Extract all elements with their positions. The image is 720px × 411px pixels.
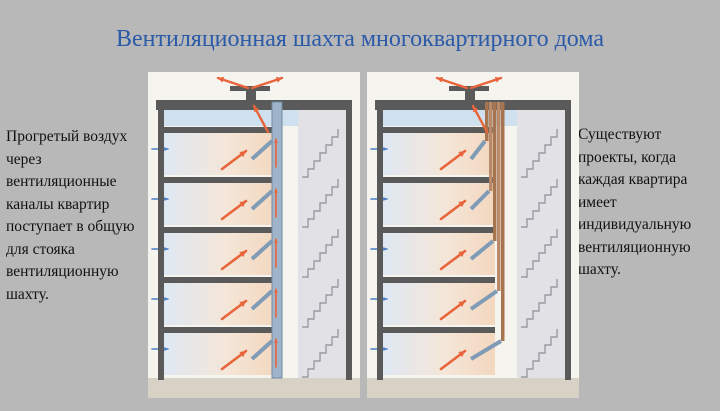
- floor-slab: [164, 127, 276, 133]
- attic-space: [164, 110, 304, 126]
- branch-duct: [250, 189, 274, 211]
- floor-slab: [383, 177, 495, 183]
- stair-steps: [521, 129, 558, 178]
- floor-slab: [164, 327, 276, 333]
- shaft-flow-arrow: [274, 288, 278, 318]
- branch-duct: [469, 189, 491, 211]
- ground: [367, 378, 579, 398]
- floor-slab: [383, 127, 495, 133]
- page-title: Вентиляционная шахта многоквартирного до…: [115, 26, 605, 52]
- warm-air-arrow: [439, 349, 467, 371]
- left-caption: Прогретый воздух через вентиляционные ка…: [6, 128, 135, 303]
- floor-slab: [383, 327, 495, 333]
- stairwell-wall: [565, 100, 571, 380]
- warm-air-arrow: [439, 299, 467, 321]
- individual-shaft: [489, 102, 493, 191]
- stairwell-wall: [346, 100, 352, 380]
- outer-wall: [158, 100, 164, 380]
- stair-steps: [302, 179, 339, 228]
- outer-wall: [377, 100, 383, 380]
- exhaust-arrow-left: [435, 76, 469, 90]
- exhaust-cap: [230, 86, 270, 91]
- branch-duct: [469, 239, 495, 261]
- branch-duct: [250, 139, 274, 161]
- stair-steps: [521, 329, 558, 378]
- individual-shaft: [497, 102, 501, 291]
- warm-air-arrow: [439, 199, 467, 221]
- shaft-flow-arrow: [274, 338, 278, 368]
- stair-steps: [302, 279, 339, 328]
- stair-steps: [302, 129, 339, 178]
- exhaust-arrow-left: [216, 76, 250, 90]
- exhaust-arrow-up: [471, 104, 489, 134]
- individual-shaft: [485, 102, 489, 141]
- individual-shaft: [501, 102, 505, 341]
- common-shaft-diagram: [148, 72, 360, 398]
- stair-steps: [302, 329, 339, 378]
- common-shaft: [271, 101, 283, 379]
- roof-slab: [375, 100, 565, 110]
- stair-steps: [521, 179, 558, 228]
- stairwell: [298, 110, 346, 378]
- ground: [148, 378, 360, 398]
- exhaust-arrow-right: [250, 76, 284, 90]
- shaft-flow-arrow: [274, 238, 278, 268]
- branch-duct: [250, 239, 274, 261]
- branch-duct: [469, 139, 487, 161]
- exhaust-neck: [465, 91, 475, 103]
- individual-shafts-diagram: [367, 72, 579, 398]
- shaft-flow-arrow: [274, 138, 278, 168]
- warm-air-arrow: [220, 349, 248, 371]
- branch-duct: [469, 289, 499, 311]
- floor-slab: [383, 277, 495, 283]
- warm-air-arrow: [220, 299, 248, 321]
- right-caption: Существуют проекты, когда каждая квартир…: [578, 126, 692, 278]
- exhaust-arrow-up: [252, 104, 270, 134]
- apartment-room: [383, 133, 495, 175]
- warm-air-arrow: [439, 249, 467, 271]
- floor-slab: [164, 227, 276, 233]
- warm-air-arrow: [220, 249, 248, 271]
- branch-duct: [250, 289, 274, 311]
- roof-slab: [156, 100, 346, 110]
- branch-duct: [469, 339, 503, 361]
- exhaust-cap: [449, 86, 489, 91]
- common-shaft-illustration: [148, 76, 360, 398]
- floor-slab: [383, 227, 495, 233]
- individual-shaft: [493, 102, 497, 241]
- individual-shafts-illustration: [367, 76, 579, 398]
- warm-air-arrow: [220, 149, 248, 171]
- stair-steps: [521, 279, 558, 328]
- branch-duct: [250, 339, 274, 361]
- floor-slab: [164, 277, 276, 283]
- exhaust-arrow-right: [469, 76, 503, 90]
- stairwell: [517, 110, 565, 378]
- warm-air-arrow: [220, 199, 248, 221]
- floor-slab: [164, 177, 276, 183]
- stair-steps: [302, 229, 339, 278]
- stair-steps: [521, 229, 558, 278]
- warm-air-arrow: [439, 149, 467, 171]
- exhaust-neck: [246, 91, 256, 103]
- shaft-flow-arrow: [274, 188, 278, 218]
